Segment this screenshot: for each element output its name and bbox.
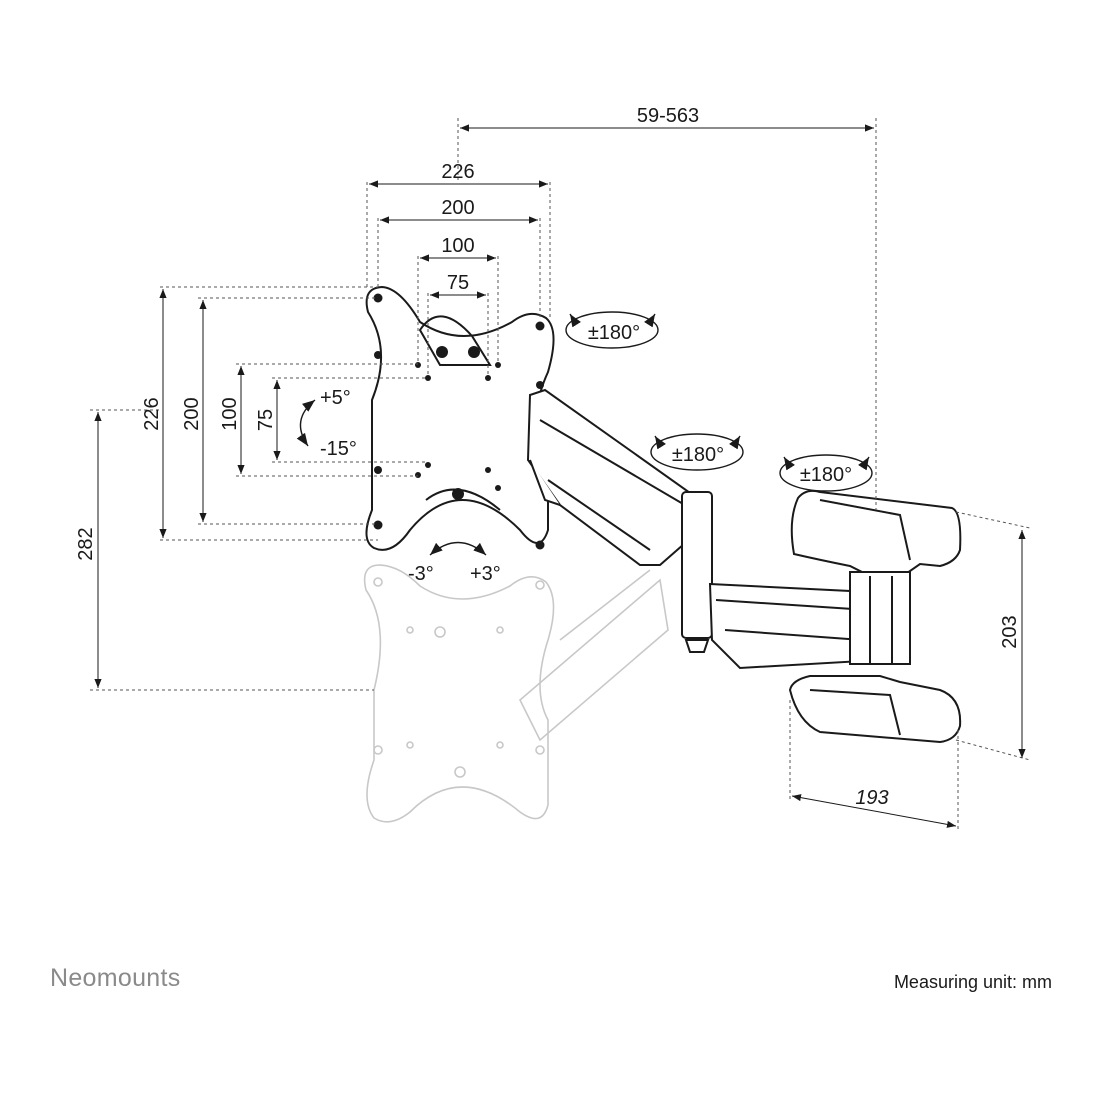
label-arm-swivel: ±180° [672,444,724,466]
label-roll-right: +3° [470,563,501,585]
tilt-arc [296,399,316,447]
dimension-labels: 59-563 226 200 100 75 226 200 100 75 282… [75,105,1021,809]
roll-arc [429,541,487,556]
label-hole-200-height: 200 [181,397,203,430]
label-hole-200-width: 200 [441,197,474,219]
label-wall-plate-height: 203 [999,615,1021,648]
arm-swivel-arc [650,433,744,471]
tilt-arm [526,388,701,566]
label-arm-reach: 59-563 [637,105,699,127]
label-height-adjust: 282 [75,527,97,560]
vesa-plate [365,285,555,551]
brand-logo: Neomounts [50,964,181,992]
label-plate-swivel: ±180° [588,322,640,344]
label-roll-left: -3° [408,563,434,585]
rotation-arrows [296,311,873,556]
label-wall-swivel: ±180° [800,464,852,486]
label-tilt-down: -15° [320,438,357,460]
plate-swivel-arc [565,311,659,349]
pivot-column [681,491,713,653]
dimension-lines [90,118,1031,832]
label-hole-75-width: 75 [447,272,469,294]
label-plate-height: 226 [141,397,163,430]
label-plate-width: 226 [441,161,474,183]
label-tilt-up: +5° [320,387,351,409]
label-hole-100-width: 100 [441,235,474,257]
rotation-labels: ±180° ±180° ±180° +5° -15° -3° +3° [320,322,852,585]
measuring-unit-label: Measuring unit: mm [893,972,1052,992]
label-hole-75-height: 75 [255,409,277,431]
main-arm [708,582,882,670]
ghost-lowered-mount [363,564,669,823]
label-wall-plate-width: 193 [855,787,888,809]
label-hole-100-height: 100 [219,397,241,430]
wall-swivel-arc [779,454,873,492]
wall-plate [788,489,962,744]
